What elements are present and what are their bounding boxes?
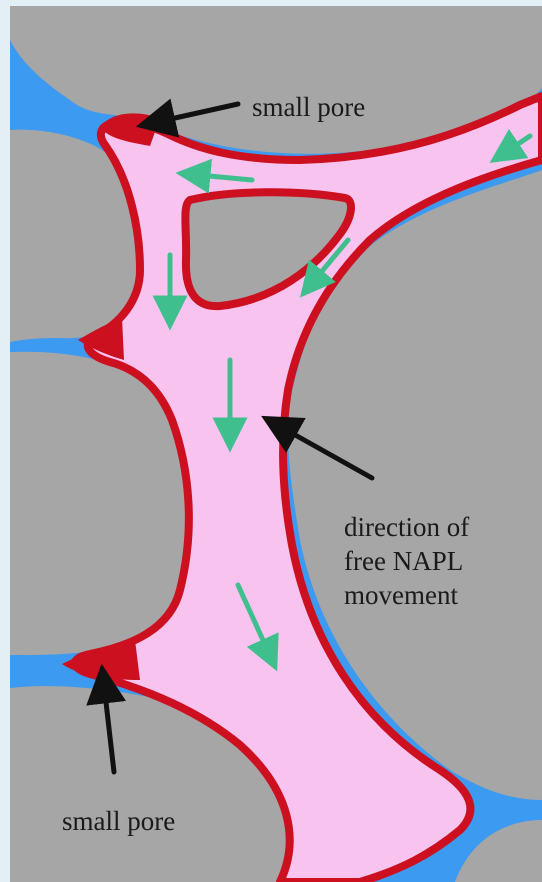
napl-movement-label-line1: direction of (344, 510, 469, 544)
small-pore-top-label: small pore (252, 94, 365, 121)
napl-movement-label: direction of free NAPL movement (344, 510, 469, 612)
small-pore-bottom-label: small pore (62, 808, 175, 835)
napl-movement-label-line2: free NAPL (344, 544, 469, 578)
napl-movement-label-line3: movement (344, 578, 469, 612)
